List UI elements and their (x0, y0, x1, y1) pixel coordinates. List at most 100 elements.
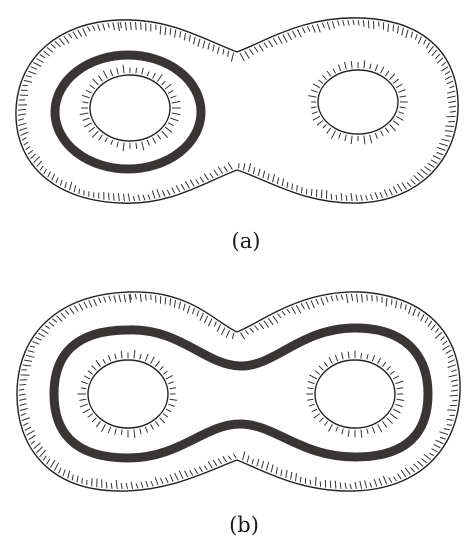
hatch-tick (29, 435, 36, 440)
hatch-tick (153, 138, 156, 144)
hatch-tick (308, 381, 315, 383)
hatch-tick (190, 470, 193, 475)
hatch-tick (308, 96, 316, 98)
hatch-tick (324, 362, 327, 367)
hatch-tick (449, 106, 457, 107)
hatch-tick (448, 101, 456, 103)
hatch-tick (317, 24, 320, 33)
hatch-tick (18, 114, 26, 115)
hatch-tick (26, 76, 32, 77)
hatch-tick (228, 51, 229, 57)
hatch-tick (77, 476, 78, 483)
hatch-tick (151, 424, 154, 429)
hatch-tick (447, 420, 454, 421)
hatch-tick (101, 424, 105, 431)
hatch-tick (255, 326, 259, 331)
hatch-tick (447, 96, 456, 98)
hatch-tick (224, 166, 228, 171)
hatch-tick (213, 45, 215, 52)
panel-a: (a) (16, 18, 458, 253)
hatch-tick (200, 313, 203, 321)
hatch-tick (288, 33, 292, 40)
hatch-tick (428, 46, 433, 53)
panel-a-right-hole-hatching (308, 60, 408, 144)
hatch-tick (160, 366, 164, 370)
hatch-tick (205, 316, 208, 323)
hatch-tick (74, 185, 76, 192)
hatch-tick (387, 418, 393, 424)
hatch-tick (170, 28, 171, 35)
hatch-tick (367, 295, 368, 301)
panel-a-left-hole (90, 75, 170, 141)
panel-b-left-hole (88, 360, 168, 428)
hatch-tick (172, 102, 181, 104)
hatch-tick (26, 146, 30, 149)
hatch-tick (437, 58, 443, 63)
hatch-tick (99, 76, 103, 82)
hatch-tick (134, 350, 135, 358)
hatch-tick (83, 28, 87, 36)
hatch-tick (65, 182, 67, 188)
hatch-tick (286, 470, 287, 478)
hatch-tick (444, 429, 450, 430)
hatch-tick (338, 21, 340, 26)
hatch-tick (162, 81, 166, 85)
hatch-tick (121, 351, 122, 359)
hatch-tick (166, 375, 173, 379)
hatch-tick (188, 306, 190, 314)
hatch-tick (26, 355, 34, 357)
hatch-tick (322, 23, 324, 28)
hatch-tick (89, 300, 92, 307)
hatch-tick (366, 195, 368, 200)
hatch-tick (307, 388, 313, 389)
hatch-tick (445, 71, 450, 74)
hatch-tick (165, 127, 172, 132)
hatch-tick (348, 20, 349, 26)
hatch-tick (448, 355, 453, 358)
hatch-tick (73, 32, 77, 39)
hatch-tick (138, 195, 140, 201)
hatch-tick (434, 445, 441, 448)
hatch-tick (197, 310, 199, 316)
hatch-tick (361, 195, 363, 201)
hatch-tick (126, 483, 127, 489)
hatch-tick (170, 399, 178, 400)
hatch-tick (345, 135, 347, 141)
hatch-tick (19, 394, 26, 395)
hatch-tick (452, 385, 458, 386)
hatch-tick (152, 190, 155, 198)
hatch-tick (44, 169, 47, 174)
hatch-tick (397, 399, 405, 400)
hatch-tick (108, 23, 110, 28)
hatch-tick (175, 473, 178, 480)
hatch-tick (311, 300, 315, 308)
hatch-tick (367, 354, 368, 359)
hatch-tick (99, 135, 103, 141)
hatch-tick (319, 80, 323, 83)
hatch-tick (387, 366, 391, 370)
hatch-tick (117, 68, 119, 75)
hatch-tick (358, 20, 359, 26)
hatch-tick (184, 33, 185, 40)
hatch-tick (390, 124, 396, 130)
hatch-tick (162, 190, 165, 196)
panel-a-left-hole-hatching (80, 65, 181, 152)
hatch-tick (130, 22, 131, 30)
hatch-tick (147, 140, 149, 146)
panel-a-caption: (a) (232, 229, 261, 253)
hatch-tick (357, 294, 358, 302)
hatch-tick (396, 84, 402, 88)
hatch-tick (103, 71, 107, 79)
hatch-tick (397, 26, 398, 33)
hatch-tick (217, 47, 219, 54)
hatch-tick (245, 51, 250, 59)
hatch-tick (140, 354, 141, 359)
hatch-tick (84, 302, 87, 308)
hatch-tick (271, 465, 273, 473)
hatch-tick (440, 437, 446, 439)
hatch-tick (82, 102, 88, 103)
hatch-tick (446, 126, 455, 127)
hatch-tick (390, 74, 396, 80)
hatch-tick (315, 371, 320, 375)
hatch-tick (111, 140, 113, 145)
